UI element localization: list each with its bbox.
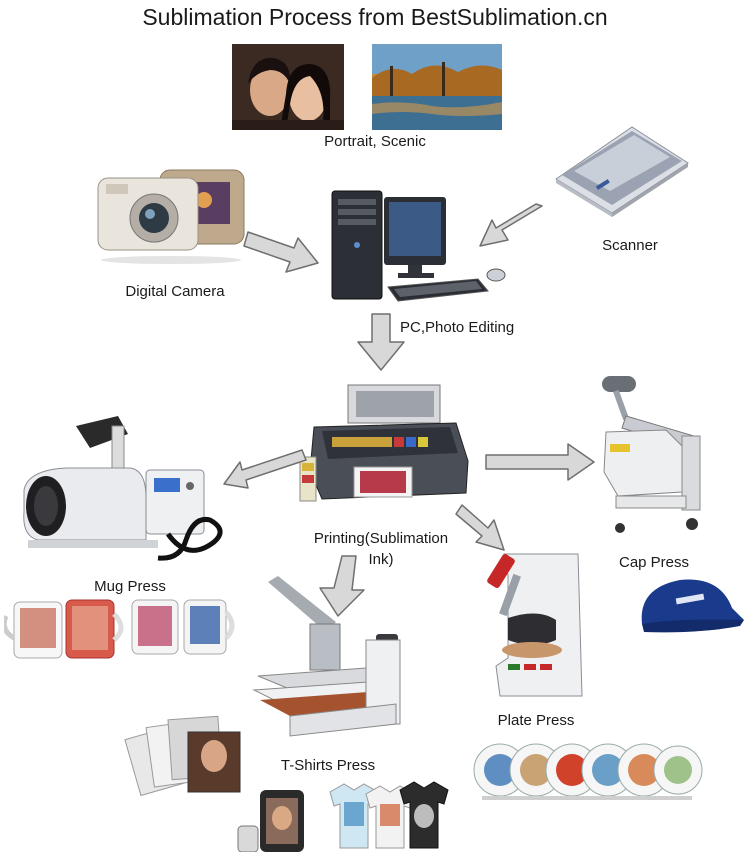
arrow-printer-to-plate xyxy=(455,504,505,551)
cap-press-label: Cap Press xyxy=(618,554,690,571)
scenic-photo-icon xyxy=(372,44,502,130)
arrow-printer-to-cap xyxy=(485,443,595,481)
phone-cases-icon xyxy=(237,790,304,852)
mug-press-icon xyxy=(23,416,223,561)
plate-press-label: Plate Press xyxy=(497,712,575,729)
printing-label-line1: Printing(Sublimation xyxy=(313,530,449,547)
mugs-icon xyxy=(4,599,235,659)
plates-icon xyxy=(473,743,703,800)
arrow-printer-to-tshirt xyxy=(319,555,365,617)
portrait-scenic-label: Portrait, Scenic xyxy=(324,133,426,150)
plate-press-icon xyxy=(487,553,583,697)
photo-slates-icon xyxy=(124,715,241,797)
tshirt-press-icon xyxy=(252,576,401,737)
scanner-icon xyxy=(555,126,689,217)
desktop-pc-icon xyxy=(331,190,506,302)
cap-press-icon xyxy=(602,376,701,533)
digital-camera-label: Digital Camera xyxy=(125,283,225,300)
pc-editing-label: PC,Photo Editing xyxy=(400,319,515,336)
scanner-label: Scanner xyxy=(602,237,658,254)
inkjet-printer-icon xyxy=(299,384,469,502)
mug-press-label: Mug Press xyxy=(94,578,166,595)
tshirts-icon xyxy=(329,781,449,849)
arrow-scanner-to-pc xyxy=(479,203,543,247)
tshirt-press-label: T-Shirts Press xyxy=(280,757,376,774)
portrait-photo-icon xyxy=(232,44,344,130)
digital-camera-icon xyxy=(97,169,245,264)
cap-icon xyxy=(641,579,744,633)
arrow-pc-to-printer xyxy=(357,313,405,371)
arrow-camera-to-pc xyxy=(243,231,319,273)
printing-label-line2: Ink) xyxy=(368,551,394,568)
arrow-printer-to-mug xyxy=(223,449,307,489)
diagram-title: Sublimation Process from BestSublimation… xyxy=(142,4,608,30)
